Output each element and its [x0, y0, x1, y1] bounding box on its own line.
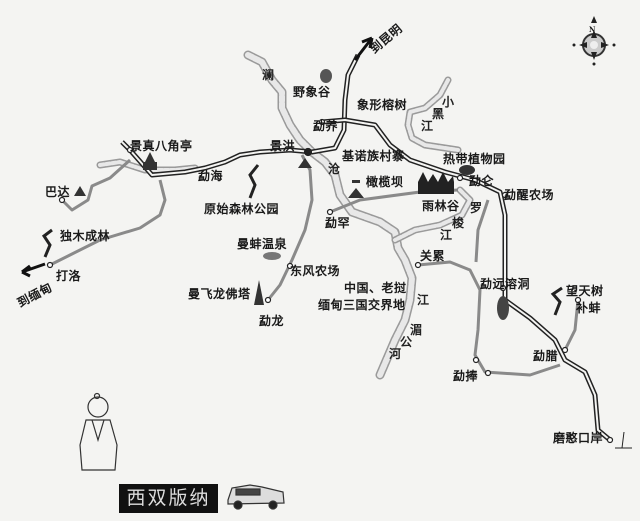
place-jingzhen-bajiaoting: 景真八角亭 — [130, 139, 193, 153]
place-ganlanba: 橄榄坝 — [366, 175, 404, 189]
pagoda-icon-jinghong — [298, 158, 312, 168]
river-label-lancang-1: 澜 — [262, 68, 275, 82]
elephant-icon-yexianggu — [320, 69, 332, 83]
pagoda-icon-ganlanba — [348, 180, 364, 198]
river-label-mekong-1: 江 — [417, 293, 430, 307]
place-manbeng-wenquan: 曼蚌温泉 — [237, 237, 288, 251]
place-menglun: 勐仑 — [469, 174, 495, 188]
place-dongfeng-nongchang: 东风农场 — [290, 264, 341, 278]
road-guanlei — [417, 260, 561, 377]
town-markers — [46, 118, 614, 444]
place-menghan: 勐罕 — [325, 216, 351, 230]
pagoda-icon-jingzhen — [143, 152, 157, 170]
compass-north-label: N — [589, 25, 596, 34]
place-manfeilong-futa: 曼飞龙佛塔 — [188, 287, 251, 301]
place-menghai: 勐海 — [198, 169, 224, 183]
river-label-lancang-2: 沧 — [328, 162, 341, 176]
car-illustration — [227, 484, 285, 510]
pagoda-icon-bada — [74, 186, 86, 196]
road-menghai-daluo — [49, 179, 167, 267]
place-mengyuan-rongdong: 勐远溶洞 — [480, 277, 531, 291]
river-label-mekong-2: 湄 — [410, 323, 423, 337]
hotspring-icon — [263, 252, 281, 260]
river-label-luosuo-1: 罗 — [470, 201, 483, 215]
tree-icon-forest-park — [248, 164, 260, 199]
place-dumu-chenglin: 独木成林 — [60, 229, 111, 243]
place-yulingu: 雨林谷 — [422, 199, 460, 213]
place-wangtianshu: 望天树 — [566, 284, 604, 298]
road-bada — [60, 158, 132, 212]
river-label-mekong-4: 河 — [389, 347, 402, 361]
arrow-to-kunming — [353, 36, 374, 61]
place-mengpeng: 勐捧 — [453, 369, 479, 383]
tree-icon-menglun — [459, 165, 475, 175]
pagoda-icon-manfeilong — [254, 280, 264, 305]
river-label-luosuo-2: 梭 — [452, 216, 465, 230]
place-bubang: 补蚌 — [576, 301, 602, 315]
place-mengxing-nongchang: 勐醒农场 — [504, 188, 555, 202]
place-sanguo-line1: 中国、老挝 — [344, 281, 407, 295]
river-label-mekong-3: 公 — [400, 335, 413, 349]
place-guanlei: 关累 — [420, 249, 446, 263]
place-bada: 巴达 — [45, 185, 71, 199]
forest-icon-yulingu — [418, 172, 454, 194]
place-jinuo-cunzhai: 基诺族村寨 — [342, 149, 405, 163]
tree-icon-dumu — [41, 228, 53, 258]
tree-icon-wangtianshu — [550, 286, 563, 316]
place-xiangxing-rongshu: 象形榕树 — [357, 98, 408, 112]
arrow-to-myanmar — [21, 262, 46, 278]
road-xiaohei-menglun — [474, 199, 490, 263]
monk-illustration — [79, 392, 118, 471]
place-yexianggu: 野象谷 — [293, 85, 331, 99]
boat-icon-mohan — [615, 431, 632, 449]
place-sanguo-line2: 缅甸三国交界地 — [318, 298, 406, 312]
place-mengla: 勐腊 — [533, 349, 559, 363]
place-redai-zhiwuyuan: 热带植物园 — [443, 152, 506, 166]
road-bubang — [563, 299, 580, 351]
place-mohan-kouan: 磨憨口岸 — [553, 431, 604, 445]
river-label-xiaohei-2: 黑 — [432, 107, 445, 121]
place-mengyang: 勐养 — [313, 119, 339, 133]
road-jinghong-menglong — [266, 154, 314, 301]
cave-figure-icon — [497, 296, 509, 320]
place-yuanshi-senlin-gongyuan: 原始森林公园 — [204, 202, 280, 216]
compass-rose-icon — [572, 16, 616, 66]
river-label-xiaohei-1: 小 — [442, 95, 455, 109]
river-label-luosuo-3: 江 — [440, 228, 453, 242]
river-label-xiaohei-3: 江 — [421, 119, 434, 133]
place-menglong: 勐龙 — [259, 314, 285, 328]
map-title: 西双版纳 — [119, 484, 218, 513]
place-daluo: 打洛 — [56, 269, 82, 283]
place-jinghong: 景洪 — [270, 139, 296, 153]
